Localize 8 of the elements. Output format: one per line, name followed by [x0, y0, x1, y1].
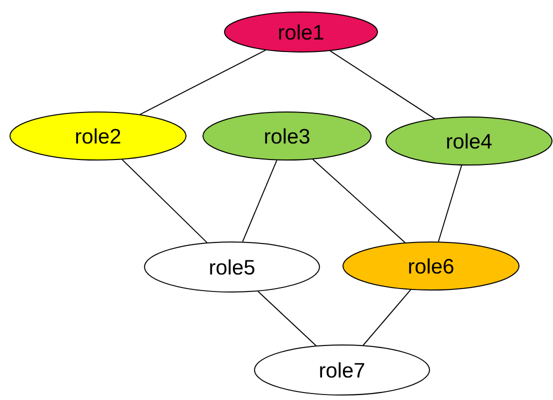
connector-line	[438, 164, 462, 242]
connector-line	[242, 160, 278, 242]
connector-line	[362, 289, 412, 346]
connector-line	[312, 158, 406, 244]
connector-line	[122, 159, 208, 244]
connector-line	[140, 50, 266, 115]
connector-line	[330, 50, 436, 120]
connector-line	[258, 290, 316, 346]
